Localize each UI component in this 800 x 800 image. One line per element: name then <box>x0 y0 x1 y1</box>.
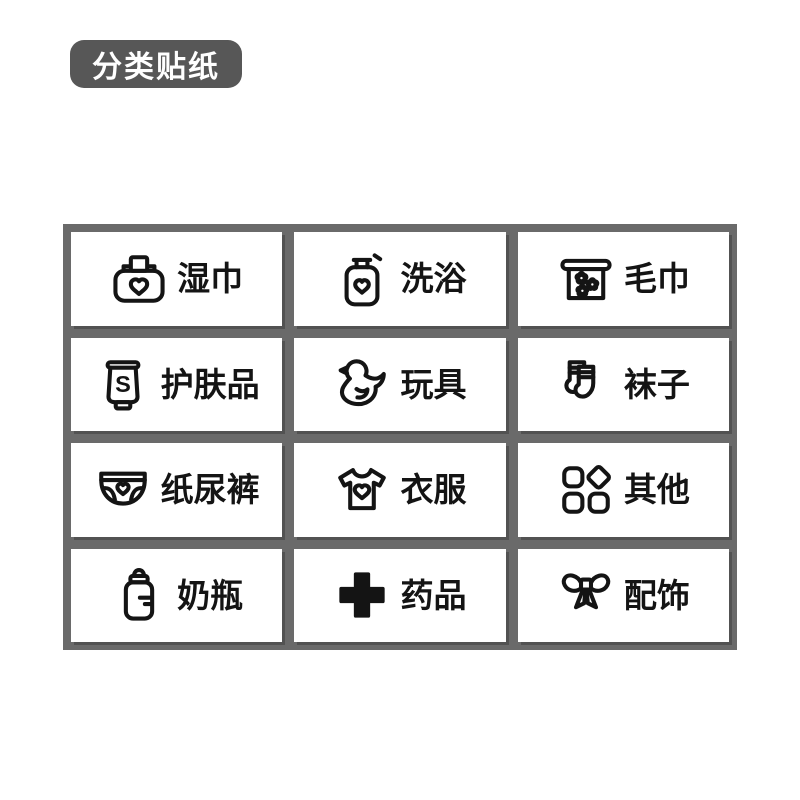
sticker-cell: 衣服 <box>294 443 506 537</box>
bow-ribbon-icon <box>561 573 611 610</box>
sticker-cell: 玩具 <box>294 337 506 431</box>
sticker-cell: 洗浴 <box>294 232 506 326</box>
socks-icon <box>564 360 596 399</box>
other-shapes-icon <box>562 464 611 514</box>
sticker-cell: 毛巾 <box>517 232 729 326</box>
sticker-label: 药品 <box>400 576 467 614</box>
skincare-tube-icon: S <box>105 360 141 411</box>
toy-duck-icon <box>339 359 387 407</box>
svg-text:S: S <box>115 371 131 397</box>
sticker-label: 洗浴 <box>400 260 467 298</box>
sticker-label: 其他 <box>623 471 690 509</box>
sticker-cell: 纸尿裤 <box>71 443 283 537</box>
sticker-cell: 湿巾 <box>71 232 283 326</box>
towel-icon <box>560 258 612 300</box>
sticker-label: 毛巾 <box>623 260 690 298</box>
sticker-label: 袜子 <box>623 365 690 403</box>
wet-wipes-icon <box>113 254 165 303</box>
sticker-cell: S 护肤品 <box>71 337 283 431</box>
sticker-sheet-panel: 湿巾 洗浴 <box>63 224 737 650</box>
medicine-cross-icon <box>339 572 386 618</box>
sticker-cell: 药品 <box>294 548 506 642</box>
sticker-label: 玩具 <box>400 365 467 403</box>
sticker-label: 奶瓶 <box>177 576 244 614</box>
clothes-icon <box>338 467 387 510</box>
sticker-label: 衣服 <box>400 471 467 509</box>
baby-bottle-icon <box>123 568 155 621</box>
category-stickers-badge: 分类贴纸 <box>70 40 242 88</box>
sticker-cell: 配饰 <box>517 548 729 642</box>
sticker-cell: 袜子 <box>517 337 729 431</box>
sticker-label: 湿巾 <box>177 260 244 298</box>
sticker-cell: 奶瓶 <box>71 548 283 642</box>
sticker-label: 护肤品 <box>160 365 260 403</box>
bath-bottle-icon <box>345 253 383 307</box>
sticker-label: 配饰 <box>623 576 690 614</box>
sticker-cell: 其他 <box>517 443 729 537</box>
diaper-icon <box>98 471 147 506</box>
sticker-label: 纸尿裤 <box>160 471 260 509</box>
